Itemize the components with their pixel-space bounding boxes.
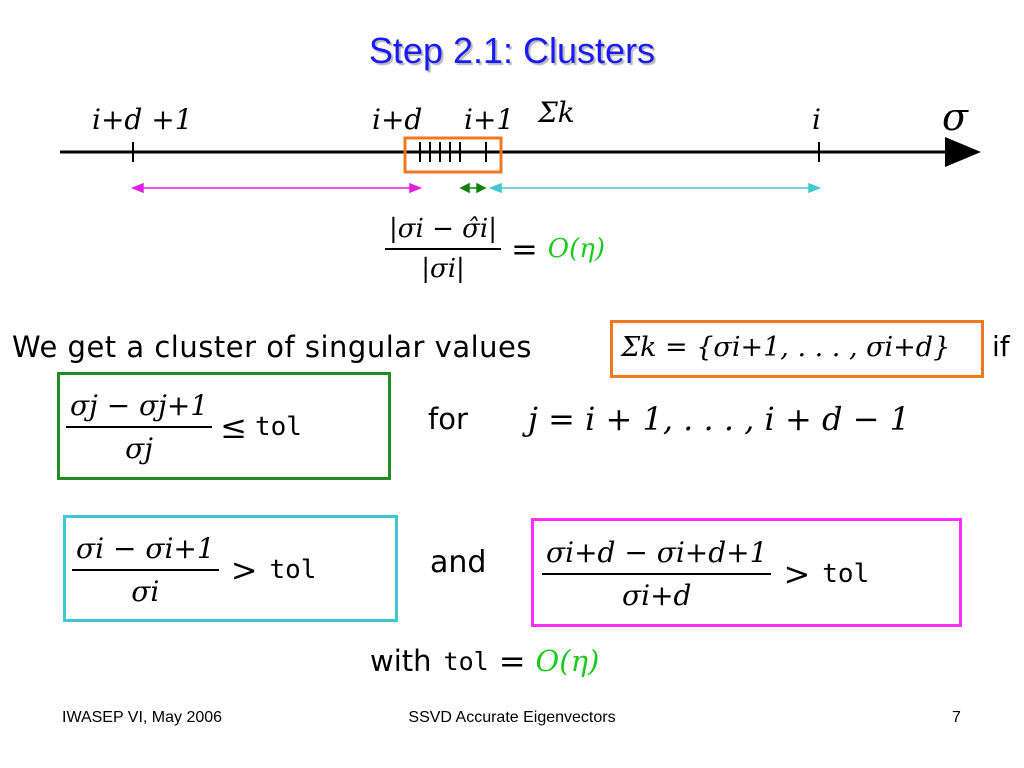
right-gap-tol: tol (822, 559, 870, 589)
left-gap-numerator: σi − σi+1 (72, 532, 219, 571)
gap-condition-fraction: σj − σj+1 σj (66, 389, 213, 465)
with-order-eta: O(η) (535, 644, 600, 678)
relative-error-denominator: |σi| (421, 254, 465, 284)
gap-arrow-cyan (488, 182, 822, 194)
and-word: and (430, 545, 487, 580)
label-i: i (812, 103, 821, 136)
equals-sign: = (510, 230, 538, 268)
left-gap-denominator: σi (131, 575, 160, 608)
number-line-diagram (60, 136, 981, 194)
page-number: 7 (952, 709, 961, 726)
cluster-statement: We get a cluster of singular values (12, 330, 533, 364)
for-word: for (428, 402, 468, 436)
leq-sign: ≤ (220, 408, 247, 446)
order-eta: O(η) (547, 234, 605, 264)
right-gap-formula: σi+d − σi+d+1 σi+d > tol (542, 525, 869, 623)
label-sigma-k: Σk (538, 96, 575, 129)
left-gap-formula: σi − σi+1 σi > tol (72, 522, 316, 618)
cluster-set-formula: Σk = {σi+1, . . . , σi+d} (621, 332, 951, 363)
relative-error-fraction: |σi − σ̂i| |σi| (385, 214, 501, 284)
gap-denominator: σj (125, 432, 153, 465)
gap-arrow-green (459, 182, 487, 194)
label-i-plus-1: i+1 (464, 103, 515, 136)
right-gap-denominator: σi+d (622, 579, 692, 612)
with-tol: tol (443, 646, 489, 676)
with-word: with (370, 644, 432, 678)
tolerance-definition: with tol = O(η) (370, 642, 599, 680)
gap-arrow-magenta (130, 182, 423, 194)
index-range: j = i + 1, . . . , i + d − 1 (528, 400, 910, 438)
gap-tol: tol (254, 412, 302, 442)
gap-condition-box: σj − σj+1 σj ≤ tol (57, 372, 391, 480)
left-gap-condition-box: σi − σi+1 σi > tol (63, 515, 398, 622)
right-gap-fraction: σi+d − σi+d+1 σi+d (542, 536, 772, 612)
slide-title: Step 2.1: Clusters (368, 30, 656, 71)
label-sigma: σ (942, 95, 968, 139)
with-equals: = (498, 642, 526, 680)
left-gap-tol: tol (269, 555, 317, 585)
relative-error-numerator: |σi − σ̂i| (385, 214, 501, 250)
gap-numerator: σj − σj+1 (66, 389, 213, 428)
footer-conference: IWASEP VI, May 2006 (62, 709, 223, 726)
label-i-plus-d: i+d (372, 103, 423, 136)
footer-title: SSVD Accurate Eigenvectors (408, 709, 616, 726)
greater-than-sign-right: > (783, 555, 811, 593)
cluster-highlight-box (403, 136, 503, 174)
left-gap-fraction: σi − σi+1 σi (72, 532, 219, 608)
if-word: if (992, 330, 1010, 363)
label-i-plus-d-plus-1: i+d +1 (92, 103, 193, 136)
relative-error-formula: |σi − σ̂i| |σi| = O(η) (385, 214, 605, 284)
gap-condition-formula: σj − σj+1 σj ≤ tol (66, 379, 302, 475)
right-gap-condition-box: σi+d − σi+d+1 σi+d > tol (531, 518, 962, 627)
right-gap-numerator: σi+d − σi+d+1 (542, 536, 772, 575)
cluster-set-box: Σk = {σi+1, . . . , σi+d} (610, 320, 984, 378)
greater-than-sign-left: > (230, 551, 258, 589)
